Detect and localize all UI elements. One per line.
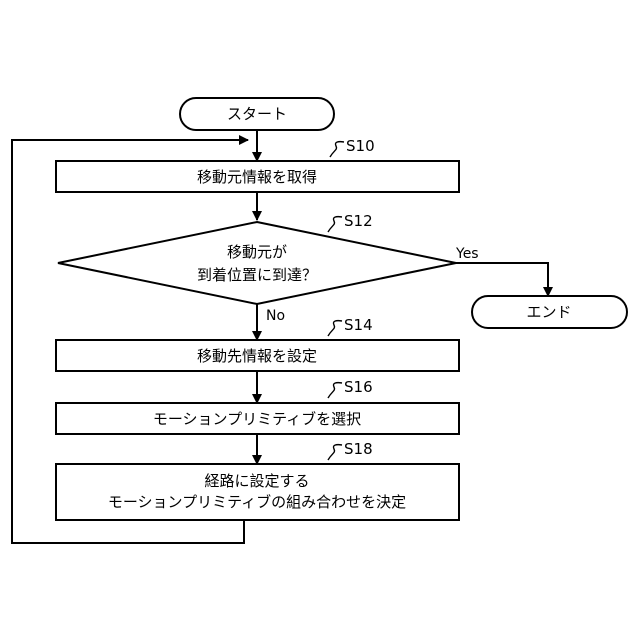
- decision-s12: [58, 222, 456, 304]
- step-s18-id: S18: [344, 440, 373, 458]
- process-s10-label: 移動元情報を取得: [197, 168, 317, 186]
- step-s16-leader: [328, 383, 342, 398]
- process-s16-label: モーションプリミティブを選択: [153, 410, 361, 428]
- step-s10-id: S10: [346, 137, 375, 155]
- step-s16-id: S16: [344, 378, 373, 396]
- step-s12-id: S12: [344, 212, 373, 230]
- start-label: スタート: [227, 105, 287, 123]
- decision-s12-line1: 移動元が: [227, 243, 287, 261]
- decision-s12-line2: 到着位置に到達？: [197, 266, 317, 284]
- process-s18-line1: 経路に設定する: [204, 472, 309, 490]
- branch-no-label: No: [266, 308, 285, 324]
- step-s12-leader: [328, 217, 342, 232]
- step-s14-id: S14: [344, 316, 373, 334]
- process-s14-label: 移動先情報を設定: [197, 347, 317, 365]
- end-label: エンド: [526, 303, 571, 321]
- step-s18-leader: [328, 445, 342, 460]
- process-s18-line2: モーションプリミティブの組み合わせを決定: [108, 493, 406, 511]
- step-s14-leader: [328, 321, 342, 336]
- connector-yes-end: [456, 263, 548, 296]
- branch-yes-label: Yes: [455, 246, 479, 262]
- step-s10-leader: [330, 142, 344, 157]
